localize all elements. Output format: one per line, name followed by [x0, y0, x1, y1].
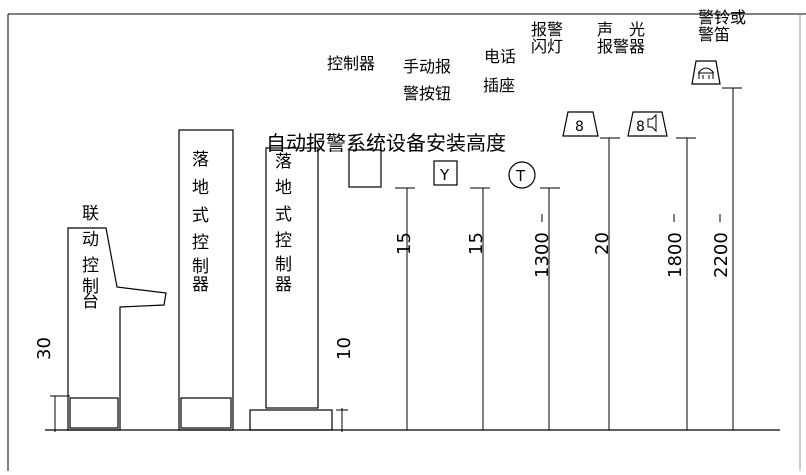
- cabinet-base-dimension: 10: [334, 337, 355, 432]
- cabinet1-char-2: 地: [192, 178, 209, 198]
- dim-10: 10: [334, 337, 355, 360]
- cabinet2-char-4: 控: [275, 231, 292, 251]
- linkage-console: 联 动 控 制 台: [67, 204, 167, 431]
- cabinet1-char-1: 落: [192, 150, 209, 170]
- dim-sound-light: 1800: [665, 232, 686, 278]
- console-char-3: 控: [82, 256, 99, 276]
- cabinet1-char-4: 控: [192, 233, 209, 253]
- floor-cabinet-1: 落 地 式 控 制 器: [178, 129, 234, 431]
- bell-label-1: 警铃或: [698, 8, 746, 27]
- bell-symbol: [691, 60, 721, 85]
- alarm-lamp-symbol: [562, 111, 599, 137]
- diagram-title: 自动报警系统设备安装高度: [266, 131, 506, 155]
- phone-jack-symbol: [508, 161, 536, 189]
- cabinet2-char-2: 地: [275, 178, 292, 198]
- sound-light-alarm: 声 光 报警器 8 1800: [597, 20, 696, 431]
- dim-phone-jack: 1300: [532, 232, 553, 278]
- speaker-icon: [647, 113, 657, 133]
- console-base-dimension: 30: [34, 337, 70, 432]
- sound-light-symbol: [627, 111, 668, 137]
- phone-jack-label-2: 插座: [483, 76, 515, 95]
- alarm-lamp-glyph: 8: [575, 119, 584, 135]
- bell-icon: [698, 67, 714, 79]
- console-char-4: 制: [82, 277, 99, 297]
- dim-controller: 15: [394, 232, 415, 255]
- cabinet1-char-5: 制: [192, 257, 209, 277]
- floor-cabinet-2: 落 地 式 控 制 器: [249, 147, 333, 431]
- alarm-lamp-label-2: 闪灯: [531, 37, 563, 56]
- console-char-5: 台: [82, 292, 99, 312]
- manual-button-glyph: Y: [439, 166, 450, 184]
- cabinet2-char-3: 式: [275, 205, 292, 225]
- bell-label-2: 警笛: [698, 25, 730, 44]
- wall-controller: 控制器 15: [327, 54, 415, 431]
- sound-light-label-2: 报警器: [597, 37, 645, 56]
- sound-light-label-1: 声 光: [597, 20, 645, 39]
- manual-button-label-1: 手动报: [403, 57, 451, 76]
- sound-light-glyph: 8: [636, 119, 645, 135]
- cabinet2-char-1: 落: [275, 152, 292, 172]
- cabinet2-char-6: 器: [275, 275, 292, 295]
- phone-jack: 电话 插座 T 1300: [483, 47, 560, 431]
- manual-button-symbol: [433, 160, 458, 186]
- controller-label: 控制器: [327, 54, 375, 73]
- dim-manual-button: 15: [466, 232, 487, 255]
- console-char-1: 联: [82, 204, 99, 224]
- phone-jack-label-1: 电话: [484, 47, 516, 66]
- manual-alarm-button: 手动报 警按钮 Y 15: [403, 57, 490, 431]
- cabinet2-char-5: 制: [275, 255, 292, 275]
- alarm-lamp-label-1: 报警: [531, 20, 563, 39]
- phone-jack-glyph: T: [515, 167, 526, 185]
- manual-button-label-2: 警按钮: [403, 84, 451, 103]
- console-char-2: 动: [82, 230, 99, 250]
- cabinet1-char-6: 器: [192, 275, 209, 295]
- dim-bell: 2200: [711, 232, 732, 278]
- alarm-flash-lamp: 报警 闪灯 8 20: [531, 20, 620, 431]
- cabinet1-char-3: 式: [192, 206, 209, 226]
- dim-30: 30: [34, 337, 55, 360]
- bell-or-siren: 警铃或 警笛 2200: [691, 8, 746, 431]
- dim-alarm-lamp: 20: [592, 232, 613, 255]
